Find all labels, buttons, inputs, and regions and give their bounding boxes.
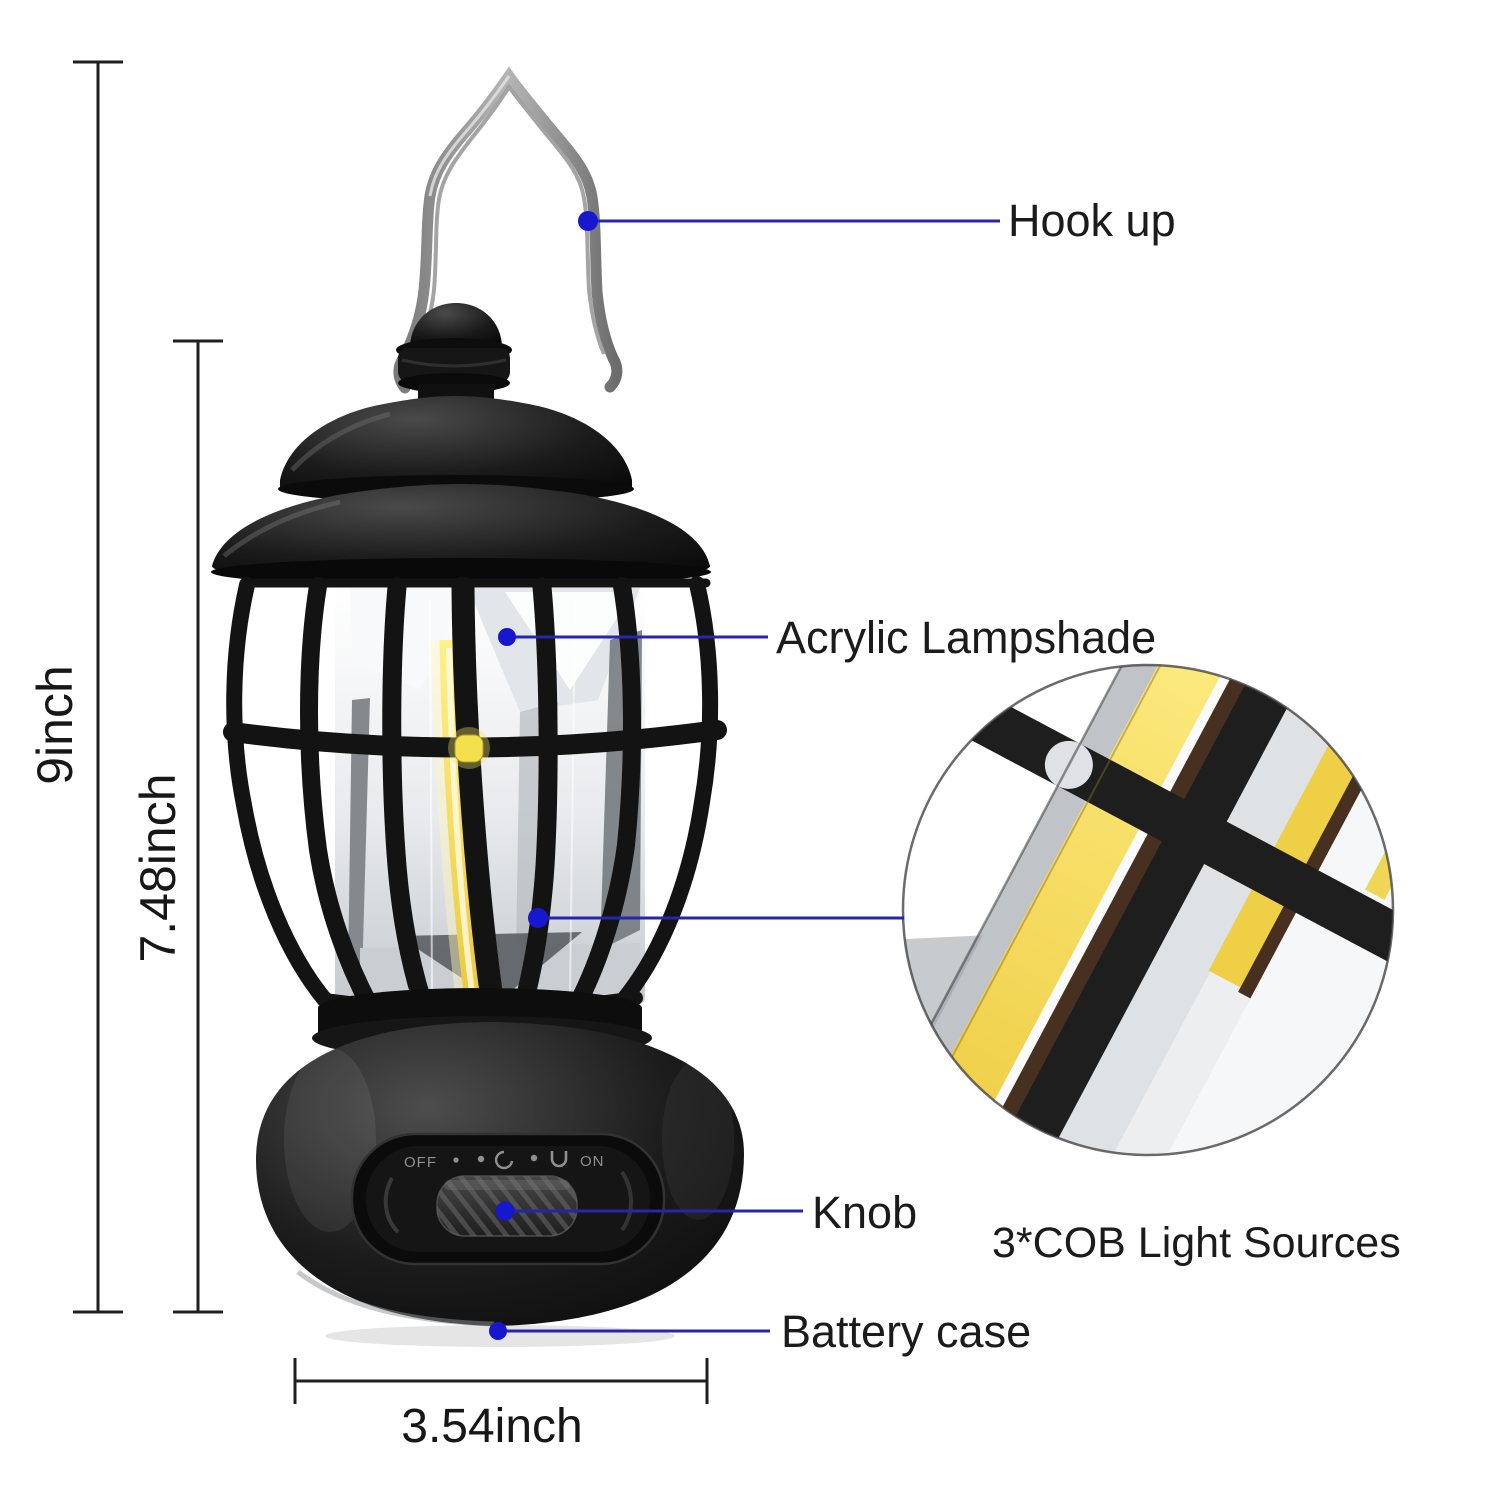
dimension-body-height [173, 339, 223, 1314]
cob-strip-large [903, 665, 1282, 1155]
dimension-base-width-label: 3.54inch [401, 1400, 583, 1453]
battery-callout-dot [489, 1322, 507, 1340]
mode-dot-icon [477, 1155, 485, 1163]
knob-switch: OFF ON [350, 1132, 666, 1266]
dimension-body-height-label: 7.48inch [130, 773, 186, 963]
mode-icons [453, 1150, 568, 1170]
hook-callout-dot [578, 211, 598, 231]
cage-bar [617, 576, 719, 1006]
mode-crescent-icon [494, 1150, 514, 1170]
switch-on-label: ON [580, 1153, 605, 1170]
cob-label: 3*COB Light Sources [992, 1219, 1401, 1267]
callout-lines [489, 211, 1000, 1340]
mode-u-icon [550, 1151, 568, 1168]
cage-bar [512, 577, 558, 1020]
switch-off-label: OFF [404, 1154, 437, 1171]
knob-label: Knob [812, 1187, 918, 1238]
cob-callout-dot [528, 908, 548, 928]
mode-dot-icon [453, 1157, 459, 1163]
zoom-detail-circle [901, 663, 1395, 1157]
cage-bar [382, 577, 435, 1020]
cage-bar [300, 577, 379, 1015]
cob-substrate [933, 665, 1308, 1155]
cage-bar [226, 577, 333, 1008]
dimension-total-height [73, 60, 123, 1314]
hook-label: Hook up [1008, 195, 1176, 246]
roof [211, 396, 711, 586]
dimension-lines [73, 60, 709, 1404]
lantern-illustration: OFF ON [211, 66, 744, 1347]
zoom-circle-border [901, 663, 1395, 1157]
knob-callout-dot [495, 1201, 515, 1221]
cage-yellow-button [454, 734, 484, 763]
cage-bar-center [451, 576, 506, 1025]
dimension-base-width [293, 1358, 709, 1404]
mode-dot-icon [530, 1154, 538, 1162]
battery-case-label: Battery case [781, 1306, 1032, 1357]
lampshade-callout-dot [498, 628, 516, 646]
cage-bar [569, 577, 641, 1012]
lampshade-label: Acrylic Lampshade [776, 612, 1157, 663]
finial-cap [396, 303, 512, 402]
dimension-total-height-label: 9inch [27, 665, 83, 785]
cage-bar-vertical [950, 665, 1344, 1155]
